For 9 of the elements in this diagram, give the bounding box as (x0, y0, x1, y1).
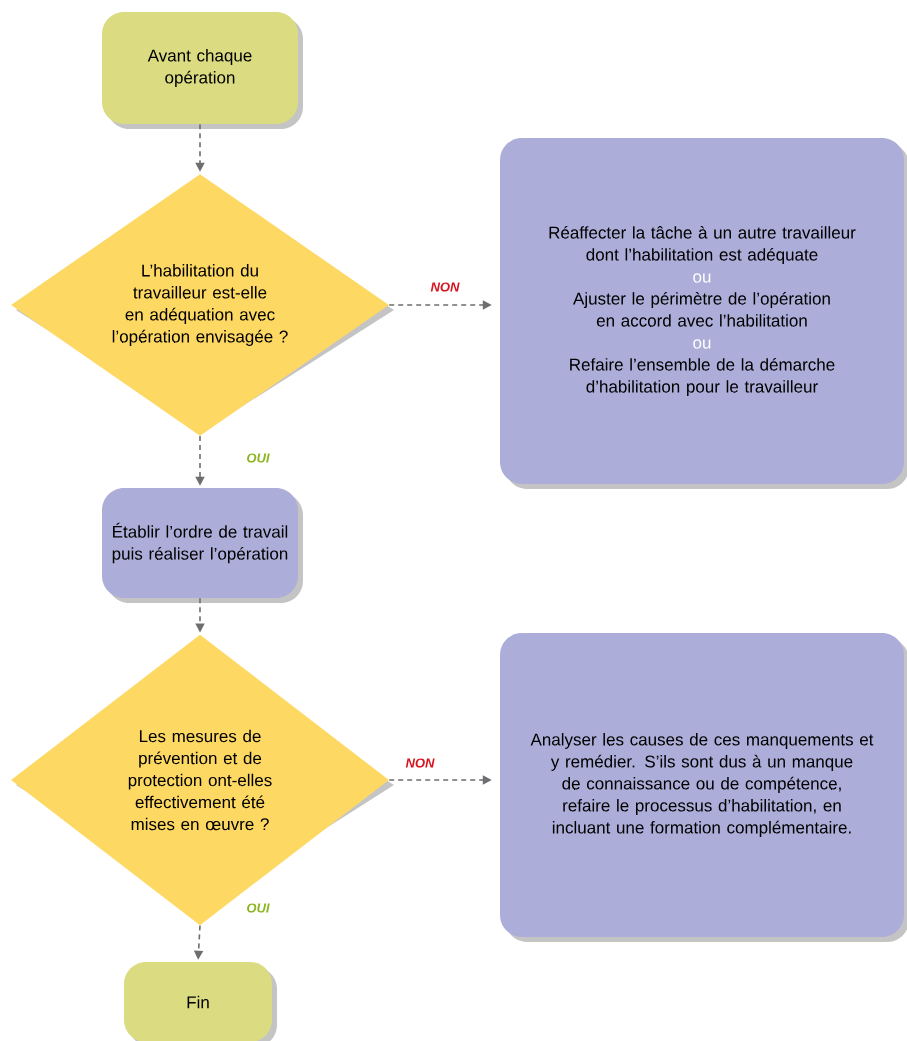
edge-label: NON (430, 282, 460, 292)
process-box: Établir l’ordre de travail puis réaliser l’opération (102, 488, 303, 603)
edge-label: OUI (247, 453, 270, 463)
edge-label: OUI (247, 903, 270, 913)
edge-label: NON (405, 758, 435, 768)
end-box: Fin (124, 962, 277, 1041)
action-box: Analyser les causes de ces manquements et y remédier. S’ils sont dus à un manque de connaissance ou de compétence, refaire le processus d’habilitation, en incluant une formation complémentaire. (500, 633, 907, 942)
action-box: Réaffecter la tâche à un autre travailleur dont l’habilitation est adéquate ou Ajuster le périmètre de l’opération en accord avec l’habilitation ou Refaire l’ensemble de la démarche d’habilitation pour le travailleur (500, 138, 907, 489)
start-box: Avant chaque opération (102, 12, 303, 129)
